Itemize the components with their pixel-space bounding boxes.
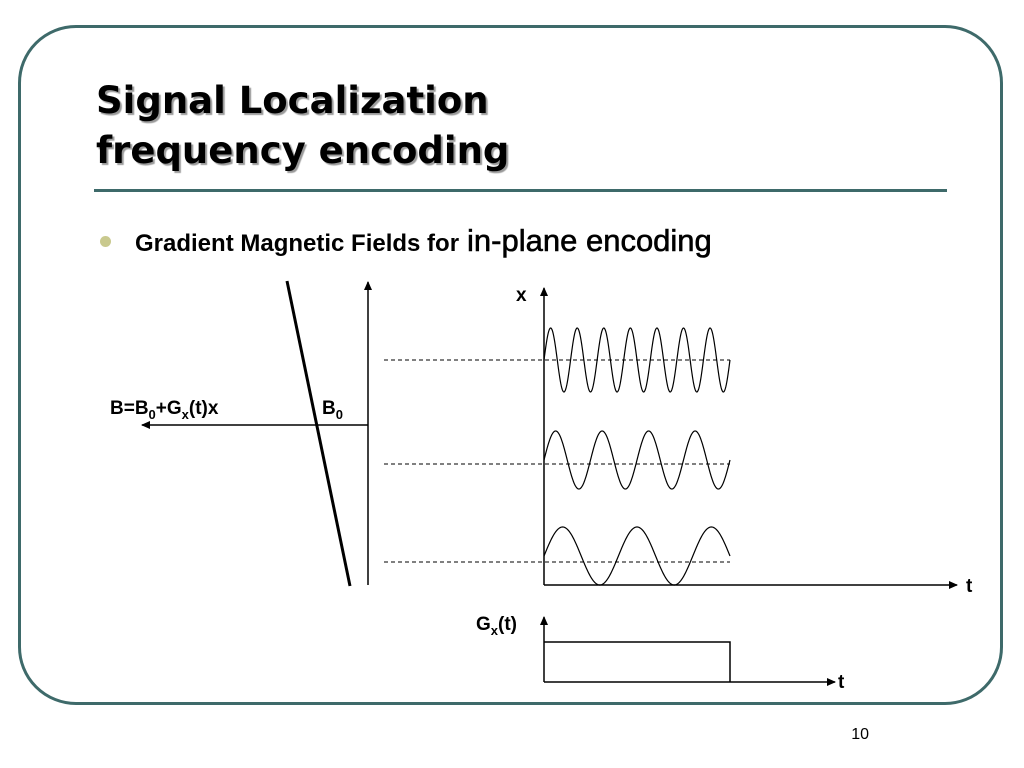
bullet-item: Gradient Magnetic Fields for in-plane en… [100,223,712,259]
gradient-pulse [544,641,731,682]
x-axis-label: x [516,285,527,306]
bullet-text: Gradient Magnetic Fields for [135,230,460,257]
gx-label: Gx(t) [476,614,517,638]
slide-title: Signal Localization frequency encoding [96,76,509,176]
gradient-field-line [285,280,352,587]
page-number: 10 [851,726,869,743]
signal-wave-mid-frequency [543,430,731,490]
signal-wave-high-frequency [543,327,731,393]
bullet-emphasis: in-plane encoding [467,223,712,259]
field-equation-label: B=B0+Gx(t)x [110,398,219,422]
t-axis-label: t [966,576,973,597]
b0-label: B0 [322,398,343,422]
bullet-dot-icon [100,236,111,247]
title-line-1: Signal Localization [96,79,489,122]
slide-frame [18,25,1003,705]
gx-t-label: t [838,672,845,693]
title-divider [94,189,947,192]
signal-wave-low-frequency [543,526,731,586]
title-line-2: frequency encoding [96,129,510,172]
